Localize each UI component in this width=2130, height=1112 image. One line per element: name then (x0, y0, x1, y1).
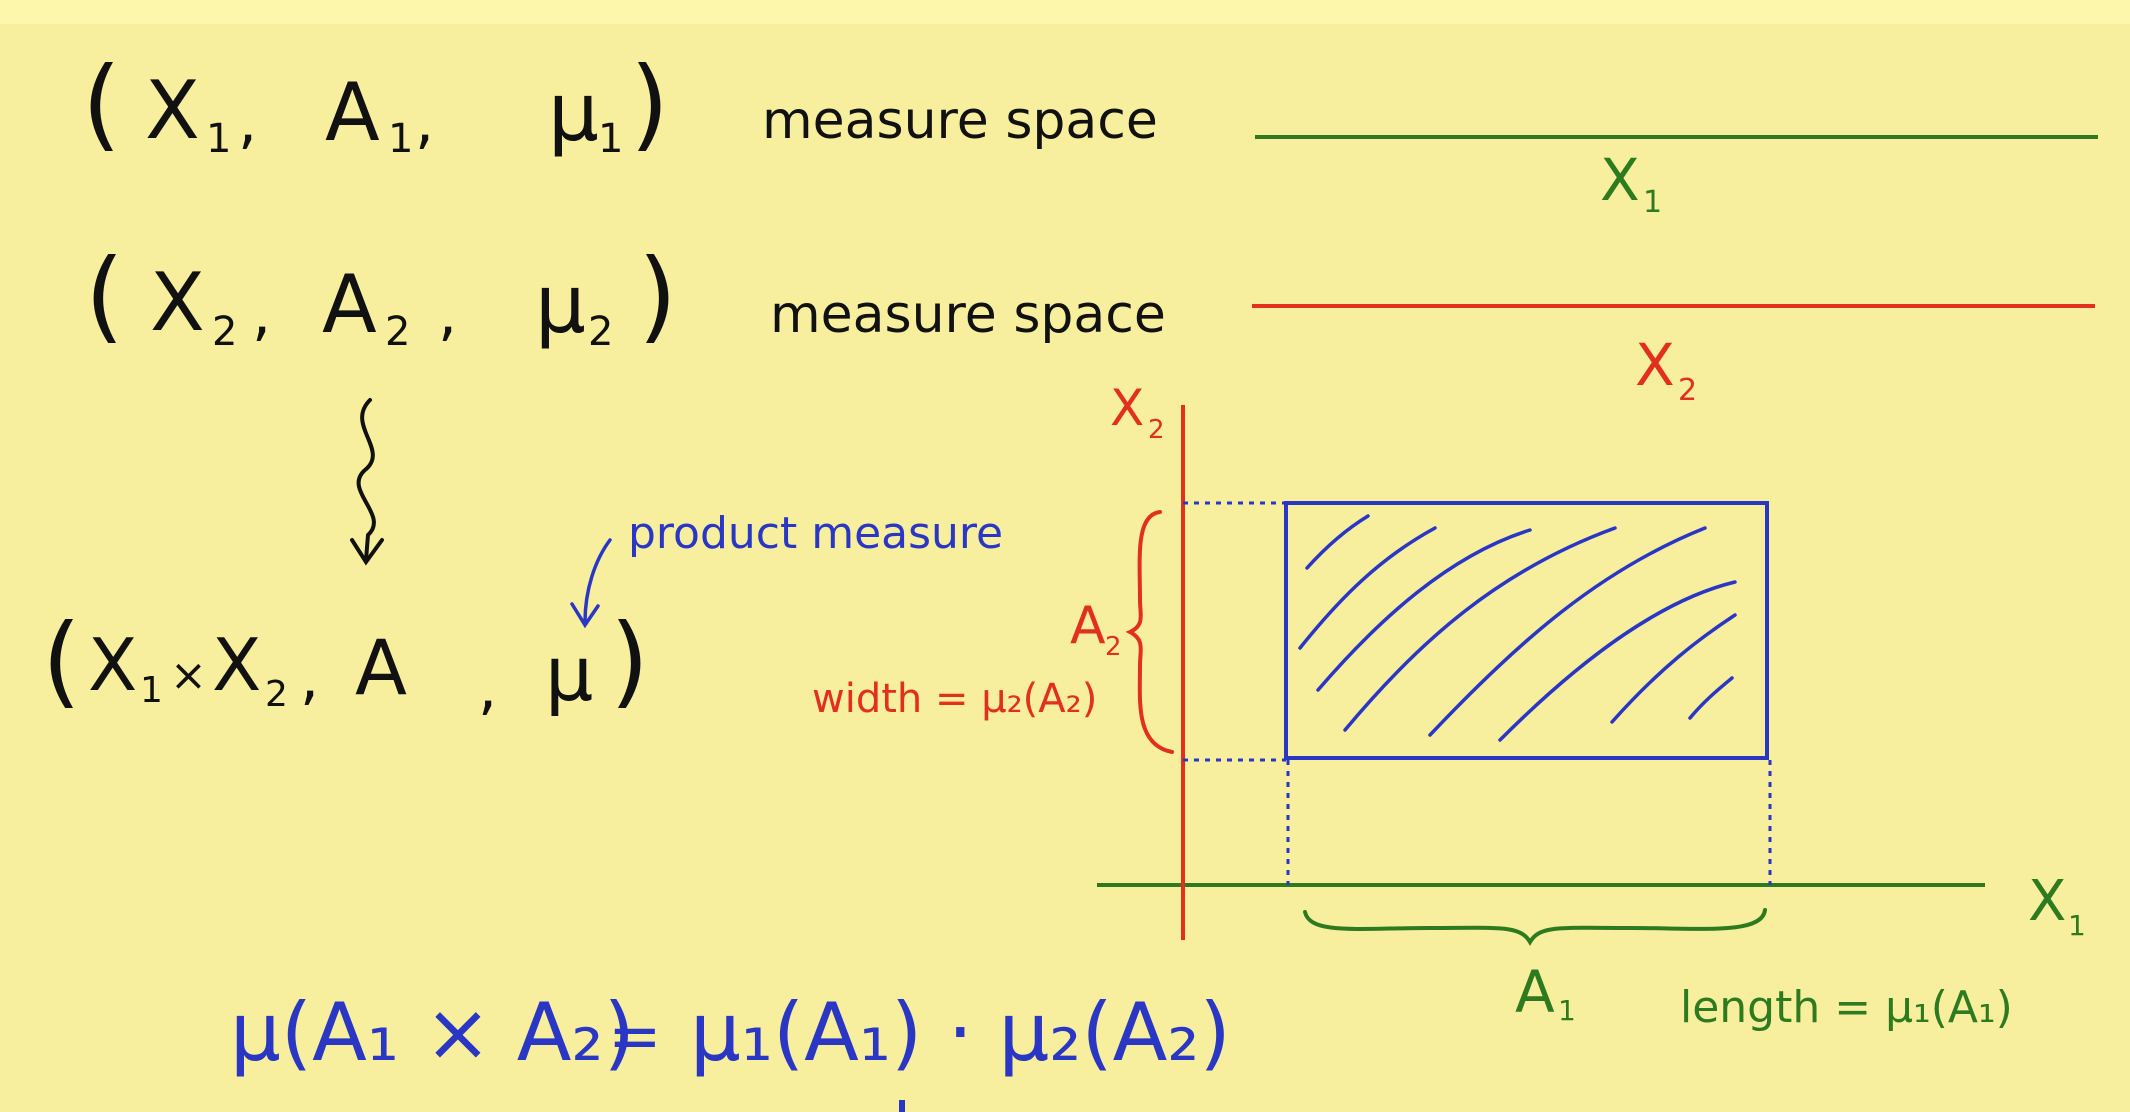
length-annotation: length = μ₁(A₁) (1680, 982, 2013, 1033)
set-x1-sub: 1 (140, 670, 163, 711)
comma: , (252, 279, 271, 349)
comma: , (238, 87, 257, 157)
x2-space-label-sub: 2 (1678, 373, 1697, 408)
paren-close: ) (630, 45, 669, 162)
mu2: μ (535, 258, 586, 351)
x2-axis-label-sub: 2 (1148, 415, 1165, 445)
x1-space-label-sub: 1 (1643, 185, 1662, 220)
set-x2: X (150, 256, 205, 349)
formula: μ(A₁ × A₂) = μ₁(A₁) · μ₂(A₂) (230, 986, 1231, 1079)
x2-space-label: X (1635, 331, 1675, 399)
comma: , (300, 643, 319, 713)
top-band (0, 0, 2130, 24)
paren-open: ( (85, 237, 124, 354)
set-x1-sub: 1 (206, 116, 231, 162)
a2-label-sub: 2 (1105, 632, 1122, 662)
set-x2-sub: 2 (212, 309, 237, 355)
paren-open: ( (42, 602, 81, 719)
product-measure-annotation: product measure (628, 508, 1003, 559)
paren-close: ) (638, 237, 677, 354)
measure-space-caption-2: measure space (770, 285, 1166, 345)
x1-space-label: X (1600, 146, 1640, 214)
product-mu: μ (545, 629, 593, 718)
curly-arrow (350, 398, 384, 566)
comma: , (415, 87, 434, 157)
measure-space-2: ( X 2 , A 2 , μ 2 ) measure space (85, 237, 1166, 355)
projection-lines (1183, 501, 1772, 885)
measure-space-1: ( X 1 , A 1 , μ 1 ) measure space (82, 45, 1158, 162)
product-sigma-a: A (355, 623, 407, 712)
x2-axis-label: X (1110, 379, 1144, 437)
sigma-a1: A (325, 66, 380, 159)
set-x1: X (88, 623, 137, 707)
x1-axis-label: X (2028, 869, 2066, 934)
hatching (1298, 514, 1737, 742)
comma: , (478, 653, 497, 723)
formula-rhs: μ₁(A₁) · μ₂(A₂) (690, 986, 1231, 1079)
product-rectangle (1284, 501, 1769, 760)
width-annotation: width = μ₂(A₂) (812, 676, 1097, 722)
sigma-a2-sub: 2 (385, 309, 410, 355)
a1-label-sub: 1 (1558, 994, 1576, 1027)
a1-brace (1303, 908, 1767, 946)
a1-label: A (1515, 958, 1555, 1026)
formula-lhs: μ(A₁ × A₂) (230, 986, 635, 1079)
formula-equals: = (608, 1000, 662, 1074)
set-x1: X (145, 64, 200, 157)
times-sign: × (170, 650, 207, 701)
mu1-sub: 1 (598, 116, 623, 162)
paren-close: ) (610, 602, 649, 719)
comma: , (438, 279, 457, 349)
annotation-arrow (570, 538, 612, 629)
mu1: μ (548, 66, 599, 159)
set-x2: X (212, 623, 261, 707)
paren-open: ( (82, 45, 121, 162)
a2-brace (1125, 510, 1174, 754)
measure-space-caption-1: measure space (762, 91, 1158, 151)
x1-axis-label-sub: 1 (2068, 909, 2086, 942)
sigma-a1-sub: 1 (388, 116, 413, 162)
mu2-sub: 2 (588, 309, 613, 355)
set-x2-sub: 2 (265, 674, 288, 715)
sigma-a2: A (322, 258, 377, 351)
product-space: ( X 1 × X 2 , A , μ ) (42, 602, 649, 723)
a2-label: A (1070, 596, 1106, 656)
